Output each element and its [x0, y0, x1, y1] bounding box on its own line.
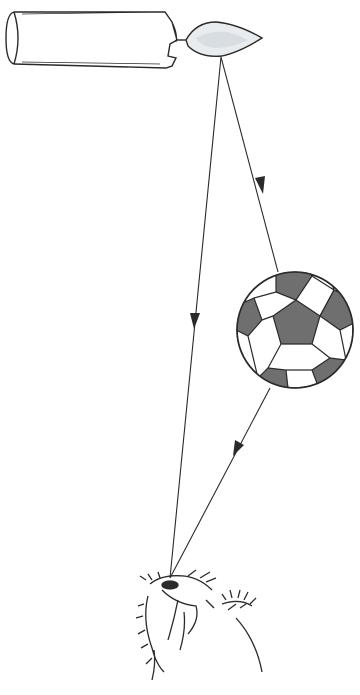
soccer-ball — [236, 262, 356, 392]
eyebrow — [222, 601, 252, 606]
eye-pupil — [162, 581, 178, 589]
candle — [6, 12, 188, 68]
reflected-ray — [170, 388, 270, 578]
eye-lower-lid — [162, 590, 197, 634]
eye — [136, 570, 262, 680]
direct-ray — [170, 57, 221, 578]
flame — [186, 22, 262, 56]
reflected-ray-arrow — [233, 440, 244, 456]
incident-ray — [221, 57, 278, 272]
